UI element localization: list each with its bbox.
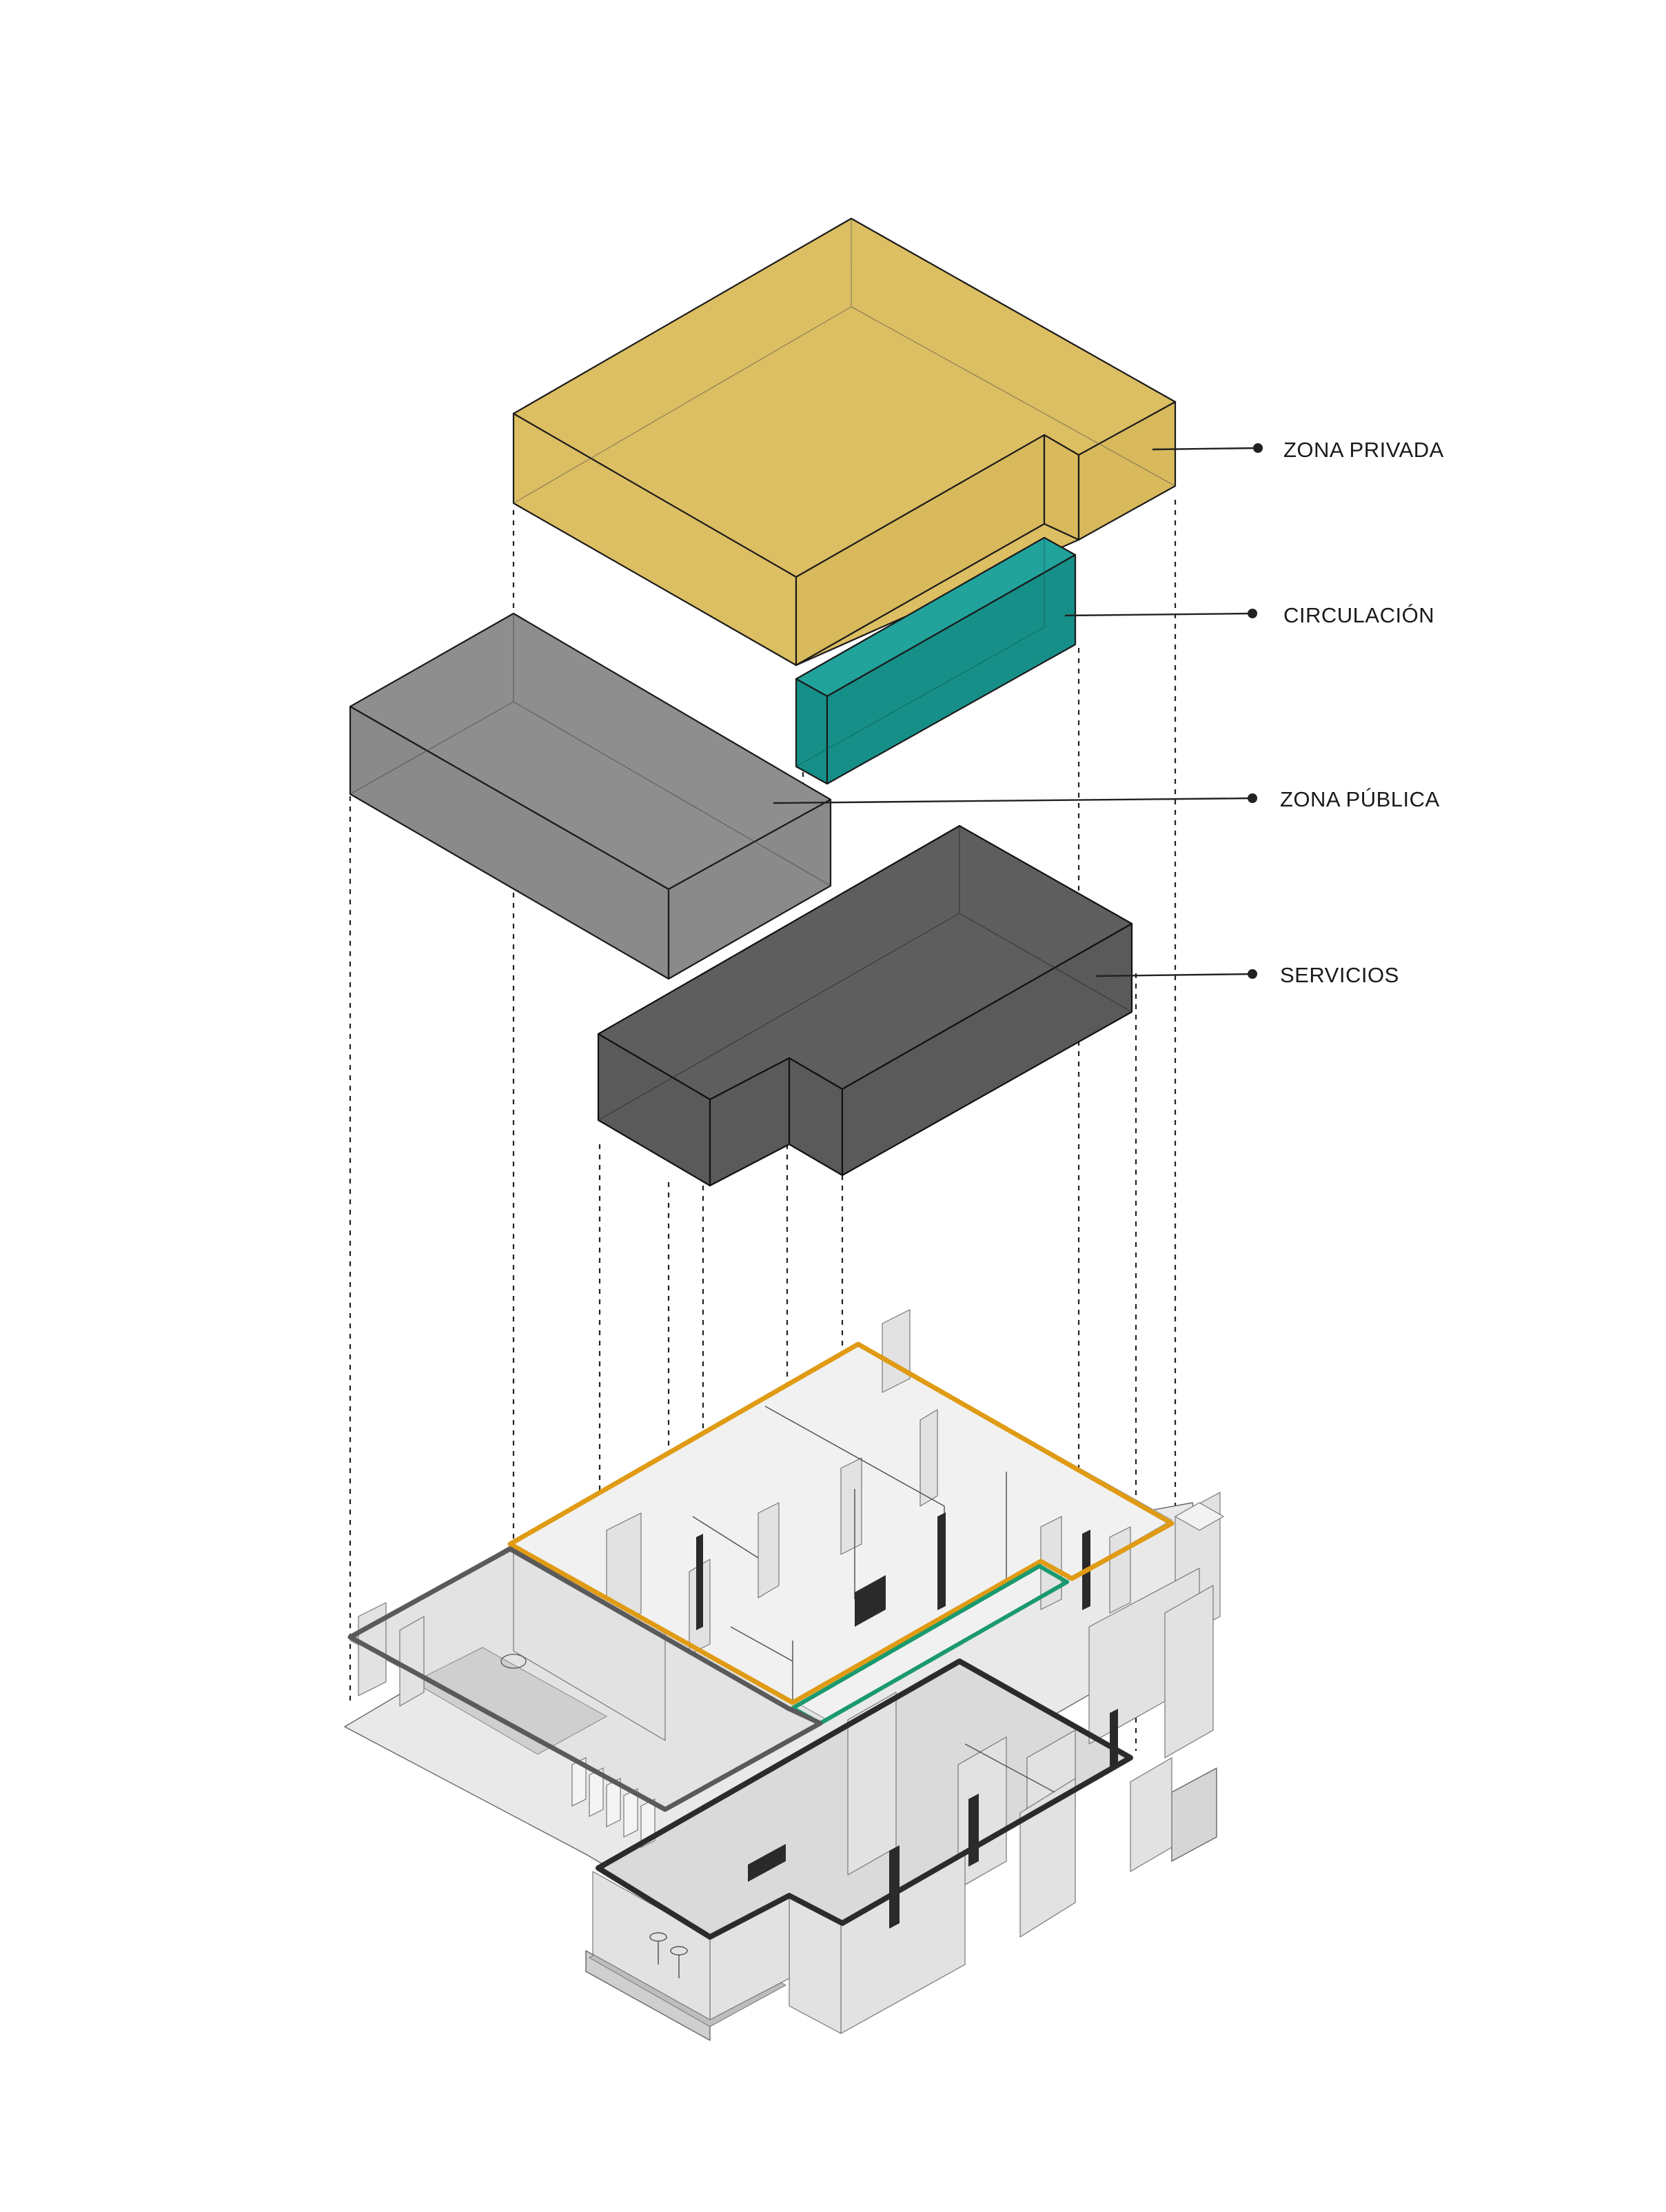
volume-zona-privada: [512, 217, 1177, 667]
label-servicios: SERVICIOS: [1280, 963, 1399, 987]
leader-dot-icon: [1248, 969, 1257, 979]
plan-outline-zona-privada: [507, 1341, 1175, 1705]
plan-outline-servicios: [596, 1658, 1133, 1940]
leader-dot-icon: [1248, 793, 1257, 803]
plan-outline-zona-publica: [347, 1546, 823, 1812]
leader-dot-icon: [1248, 609, 1257, 618]
label-zona-privada: ZONA PRIVADA: [1283, 438, 1444, 462]
volume-zona-publica: [349, 612, 832, 980]
label-zona-publica: ZONA PÚBLICA: [1280, 787, 1440, 811]
volume-servicios: [597, 824, 1133, 1187]
floor-plan-model: [344, 1309, 1224, 2041]
leader-lines: [773, 447, 1259, 977]
label-circulacion: CIRCULACIÓN: [1283, 603, 1435, 627]
leader-dot-icon: [1253, 443, 1263, 453]
volume-circulacion: [795, 536, 1077, 785]
